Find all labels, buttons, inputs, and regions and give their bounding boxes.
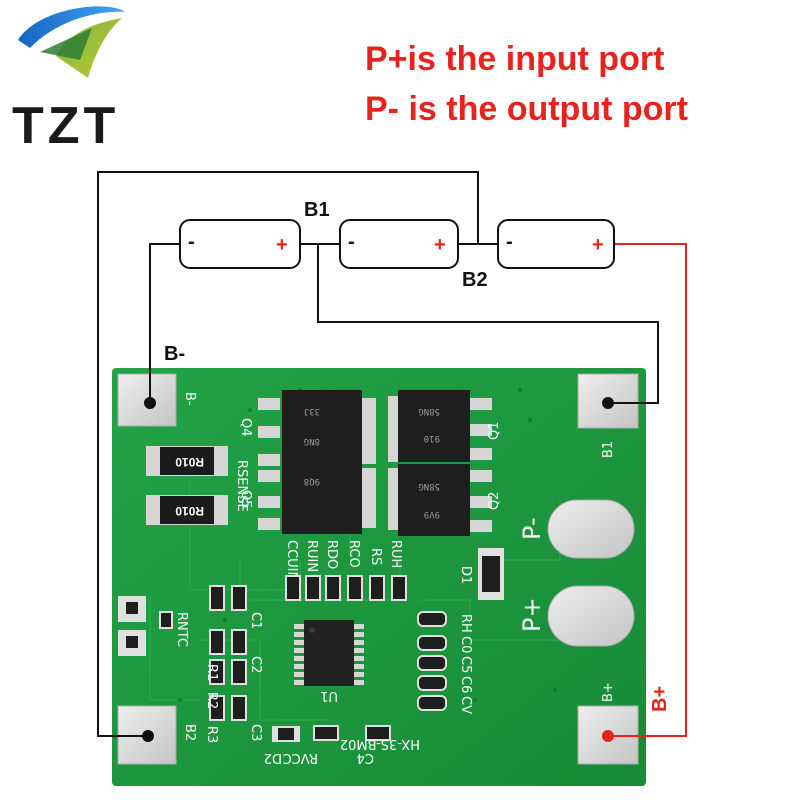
svg-text:C5: C5 xyxy=(458,656,473,673)
mosfet-q1: 58NG 910 xyxy=(388,390,492,462)
svg-text:CV: CV xyxy=(458,696,473,714)
svg-text:R010: R010 xyxy=(175,455,204,469)
q1-label: Q1 xyxy=(487,421,502,440)
label-b2: B2 xyxy=(462,269,488,291)
d2-label: D2 xyxy=(264,750,282,765)
cell-1-minus: - xyxy=(188,231,195,253)
pad-label-b-plus: B+ xyxy=(601,682,616,702)
svg-text:RS: RS xyxy=(368,548,383,565)
label-b-minus: B- xyxy=(164,343,185,365)
diode-d1 xyxy=(478,548,504,600)
svg-text:58NG: 58NG xyxy=(418,406,440,416)
battery-cell-1: - + xyxy=(179,219,301,269)
battery-cell-2: - + xyxy=(339,219,459,269)
svg-text:C1: C1 xyxy=(248,612,263,629)
wire-b-plus xyxy=(608,243,687,737)
svg-text:CCUIN: CCUIN xyxy=(284,540,299,581)
svg-text:910: 910 xyxy=(424,433,440,443)
pad-label-b2: B2 xyxy=(182,724,197,741)
label-b1: B1 xyxy=(304,199,330,221)
wire-b-minus xyxy=(149,243,180,403)
mosfet-q2: 58NG 9V9 xyxy=(388,464,492,536)
svg-text:RUIN: RUIN xyxy=(304,540,319,572)
svg-text:C6: C6 xyxy=(458,676,473,693)
right-cap-column xyxy=(417,611,447,711)
svg-text:RCO: RCO xyxy=(346,540,361,568)
pad-label-b-minus: B- xyxy=(182,392,197,406)
ic-u1 xyxy=(294,620,364,686)
u1-label: U1 xyxy=(320,688,338,703)
svg-text:R2: R2 xyxy=(204,692,219,709)
mosfet-q4: 33J 8NG xyxy=(258,390,376,470)
resistor-r010-bottom: R010 xyxy=(146,495,228,525)
pad-p-plus xyxy=(547,585,635,647)
ntc-pads xyxy=(118,596,146,656)
caption-line-2: P- is the output port xyxy=(365,90,688,128)
pcb-board: B- B1 B2 B+ P- P+ R010 R010 RSENSE 33J xyxy=(112,368,646,786)
wire-b1 xyxy=(300,243,659,404)
q2-label: Q2 xyxy=(487,491,502,510)
brand-logo: TZT xyxy=(12,6,125,155)
pad-label-p-plus: P+ xyxy=(518,597,546,632)
svg-text:9V9: 9V9 xyxy=(424,509,440,519)
dot-b-minus xyxy=(144,397,156,409)
logo-swoosh-icon xyxy=(18,6,125,78)
svg-text:RUH: RUH xyxy=(388,540,403,568)
caption-line-1: P+is the input port xyxy=(365,40,664,78)
pad-p-minus xyxy=(547,499,635,559)
bottom-smd-row xyxy=(272,725,391,742)
svg-text:58NG: 58NG xyxy=(418,481,440,491)
dot-b-plus xyxy=(602,730,614,742)
rntc-label: RNTC xyxy=(174,612,189,647)
cell-3-plus: + xyxy=(592,234,604,256)
rvcc-label: RVCC xyxy=(283,750,318,765)
svg-text:C3: C3 xyxy=(248,724,263,741)
d1-label: D1 xyxy=(458,566,473,584)
top-label-row: CCUIN RUIN RDO RCO RS RUH xyxy=(284,540,403,581)
board-model-label: HX-3S-BM02 xyxy=(340,736,420,751)
logo-text: TZT xyxy=(12,97,119,155)
c4-label: C4 xyxy=(357,750,374,765)
svg-text:RDO: RDO xyxy=(324,540,339,569)
svg-text:33J: 33J xyxy=(304,406,320,416)
wire-b2 xyxy=(97,171,479,737)
svg-text:9Q8: 9Q8 xyxy=(304,476,320,486)
resistor-r010-top: R010 xyxy=(146,446,228,476)
mosfet-q5: 9Q8 xyxy=(258,462,376,534)
svg-text:8NG: 8NG xyxy=(304,436,320,446)
battery-cell-3: - + xyxy=(497,219,615,269)
dot-b2 xyxy=(142,730,154,742)
svg-text:R010: R010 xyxy=(175,504,204,518)
svg-text:C2: C2 xyxy=(248,656,263,673)
left-smd-column xyxy=(209,585,247,721)
pad-label-p-minus: P- xyxy=(518,517,546,540)
q4-label: Q4 xyxy=(238,418,253,437)
svg-text:C0: C0 xyxy=(458,636,473,653)
cell-3-minus: - xyxy=(506,231,513,253)
cell-1-plus: + xyxy=(276,234,288,256)
svg-text:R1: R1 xyxy=(204,664,219,681)
cell-2-plus: + xyxy=(434,234,446,256)
svg-text:R3: R3 xyxy=(204,726,219,743)
svg-text:RH: RH xyxy=(458,614,473,633)
pad-label-b1: B1 xyxy=(601,441,616,458)
wires xyxy=(97,171,687,737)
smd-row xyxy=(285,575,407,601)
cell-2-minus: - xyxy=(348,231,355,253)
rsense-label: RSENSE xyxy=(234,460,249,512)
q5-label: Q5 xyxy=(238,490,253,509)
label-b-plus: B+ xyxy=(649,686,671,712)
dot-b1 xyxy=(602,397,614,409)
